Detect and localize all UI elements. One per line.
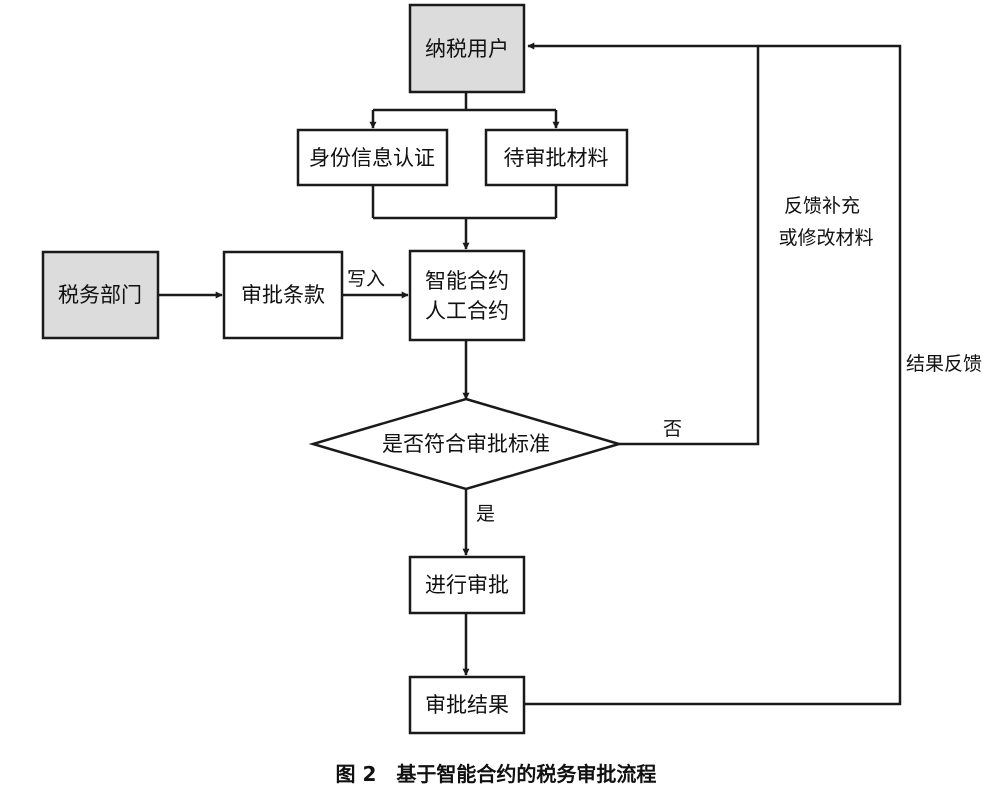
node-do-approval: 进行审批 xyxy=(408,555,526,615)
node-approval-terms-label: 审批条款 xyxy=(241,283,325,307)
edge-label-feedback-line2: 或修改材料 xyxy=(778,227,873,249)
node-decision-label: 是否符合审批标准 xyxy=(382,432,550,456)
connector-result-feedback xyxy=(524,44,902,706)
node-pending-materials-label: 待审批材料 xyxy=(504,146,609,170)
node-tax-department: 税务部门 xyxy=(41,250,160,340)
node-do-approval-label: 进行审批 xyxy=(425,573,509,597)
node-smart-contract-line1: 智能合约 xyxy=(425,269,509,293)
node-identity-auth-label: 身份信息认证 xyxy=(309,146,435,170)
edge-label-no: 否 xyxy=(663,418,682,440)
node-smart-contract-line2: 人工合约 xyxy=(425,299,509,323)
node-approval-result: 审批结果 xyxy=(408,675,526,735)
edge-label-yes: 是 xyxy=(476,503,495,525)
node-identity-auth: 身份信息认证 xyxy=(296,128,449,187)
node-smart-contract: 智能合约 人工合约 xyxy=(408,249,526,342)
edge-label-write-in: 写入 xyxy=(347,268,385,290)
edge-label-feedback-line1: 反馈补充 xyxy=(784,195,860,217)
arrow-decision-no-feedback xyxy=(527,42,760,446)
node-approval-result-label: 审批结果 xyxy=(425,693,509,717)
node-tax-department-label: 税务部门 xyxy=(58,283,142,307)
node-taxpayer: 纳税用户 xyxy=(408,3,526,94)
node-pending-materials: 待审批材料 xyxy=(484,128,629,187)
figure-caption: 图 2 基于智能合约的税务审批流程 xyxy=(336,762,657,786)
node-decision: 是否符合审批标准 xyxy=(308,397,624,491)
edge-label-result-feedback: 结果反馈 xyxy=(906,353,982,375)
node-taxpayer-label: 纳税用户 xyxy=(425,37,509,61)
node-approval-terms: 审批条款 xyxy=(222,250,344,340)
